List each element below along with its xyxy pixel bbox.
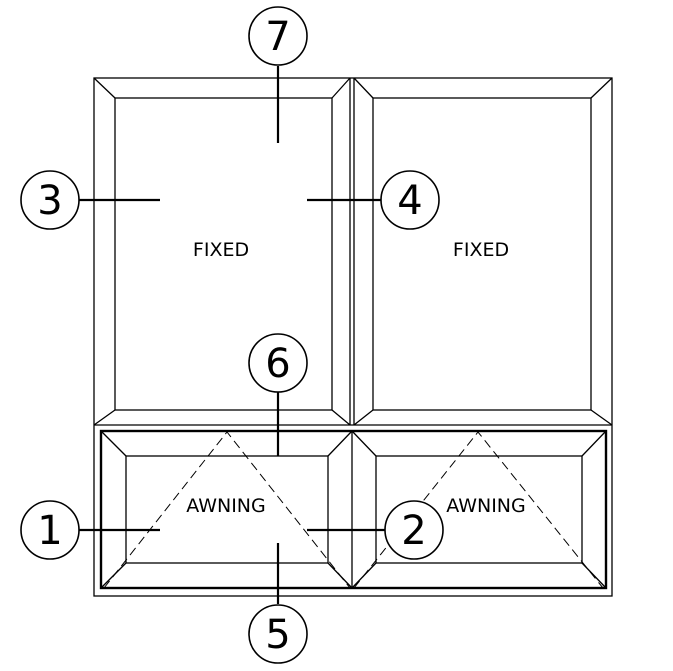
- awning-unit-right: [351, 430, 607, 589]
- callout-4: 4: [380, 170, 440, 230]
- callout-2: 2: [384, 500, 444, 560]
- callout-7-number: 7: [265, 14, 290, 60]
- glass-right: [372, 97, 592, 411]
- awning-unit-left: [100, 430, 353, 589]
- outer-frame: [93, 77, 613, 597]
- callout-5-number: 5: [265, 612, 290, 658]
- pane-label-top-left: FIXED: [193, 239, 249, 261]
- pane-label-top-right: FIXED: [453, 239, 509, 261]
- fixed-unit-left: [93, 77, 351, 426]
- awning-sash-right: [375, 455, 583, 564]
- callout-1: 1: [20, 500, 80, 560]
- callout-2-number: 2: [401, 508, 426, 554]
- callout-1-number: 1: [37, 508, 62, 554]
- glass-left: [114, 97, 333, 411]
- awning-frame: [99, 429, 608, 590]
- awning-sash-left: [125, 455, 329, 564]
- pane-label-bottom-right: AWNING: [446, 495, 526, 517]
- callout-4-number: 4: [397, 178, 422, 224]
- fixed-unit-right: [353, 77, 613, 426]
- callout-3-number: 3: [37, 178, 62, 224]
- awning-swing-indicator-right: [353, 431, 604, 589]
- pane-label-bottom-left: AWNING: [186, 495, 266, 517]
- callout-7: 7: [248, 6, 308, 66]
- callout-6: 6: [248, 333, 308, 393]
- callout-6-number: 6: [265, 341, 290, 387]
- callout-3: 3: [20, 170, 80, 230]
- awning-swing-indicator-left: [103, 431, 351, 589]
- callout-5: 5: [248, 604, 308, 664]
